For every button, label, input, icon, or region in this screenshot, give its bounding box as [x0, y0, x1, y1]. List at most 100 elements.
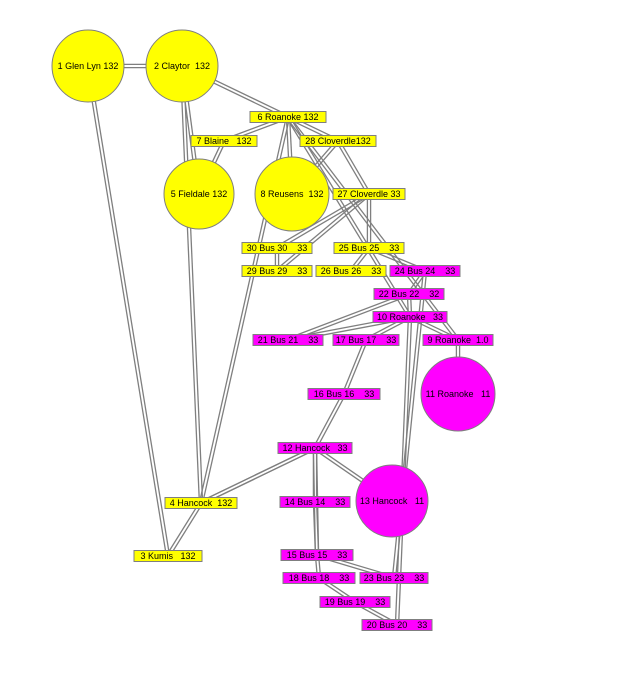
bus-18-shape [282, 572, 356, 584]
bus-14[interactable]: 14 Bus 14 33 [279, 496, 351, 508]
bus-28-label: 28 Cloverdle132 [305, 136, 371, 146]
bus-26-label: 26 Bus 26 33 [321, 266, 382, 276]
bus-29-label: 29 Bus 29 33 [247, 266, 308, 276]
bus-29-shape [241, 265, 313, 277]
bus-22[interactable]: 22 Bus 22 32 [373, 288, 445, 300]
bus-23-label: 23 Bus 23 33 [364, 573, 425, 583]
bus-19-shape [319, 596, 391, 608]
bus-5-shape [163, 158, 235, 230]
line-14-15 [312, 502, 317, 556]
line-2-4 [179, 66, 201, 504]
line-12-16 [313, 392, 344, 448]
bus-20-label: 20 Bus 20 33 [367, 620, 428, 630]
line-27-29 [277, 194, 371, 273]
line-4-12 [200, 445, 315, 503]
bus-8[interactable]: 8 Reusens 132 [254, 156, 330, 232]
line-4-12 [201, 448, 316, 506]
bus-1-label: 1 Glen Lyn 132 [58, 61, 119, 71]
bus-30[interactable]: 30 Bus 30 33 [241, 242, 313, 254]
bus-12[interactable]: 12 Hancock 33 [277, 442, 353, 454]
bus-10[interactable]: 10 Roanoke 33 [372, 311, 448, 323]
bus-12-label: 12 Hancock 33 [282, 443, 347, 453]
bus-17[interactable]: 17 Bus 17 33 [332, 334, 400, 346]
line-3-4 [166, 501, 201, 556]
bus-19[interactable]: 19 Bus 19 33 [319, 596, 391, 608]
bus-21[interactable]: 21 Bus 21 33 [252, 334, 324, 346]
line-28-27 [338, 139, 371, 194]
line-27-30 [275, 192, 369, 248]
bus-15-shape [280, 549, 354, 561]
bus-25[interactable]: 25 Bus 25 33 [333, 242, 405, 254]
bus-2-shape [145, 29, 219, 103]
bus-28[interactable]: 28 Cloverdle132 [299, 135, 377, 147]
line-28-27 [336, 141, 369, 196]
bus-20[interactable]: 20 Bus 20 33 [361, 619, 433, 631]
bus-18[interactable]: 18 Bus 18 33 [282, 572, 356, 584]
line-1-3 [88, 65, 171, 556]
line-14-15 [315, 501, 320, 555]
bus-16-shape [307, 388, 381, 400]
bus-16[interactable]: 16 Bus 16 33 [307, 388, 381, 400]
bus-23[interactable]: 23 Bus 23 33 [359, 572, 429, 584]
bus-27[interactable]: 27 Cloverdle 33 [332, 188, 406, 200]
bus-24-shape [389, 265, 461, 277]
bus-5[interactable]: 5 Fieldale 132 [163, 158, 235, 230]
bus-1[interactable]: 1 Glen Lyn 132 [51, 29, 125, 103]
bus-4-label: 4 Hancock 132 [170, 498, 233, 508]
bus-17-shape [332, 334, 400, 346]
bus-5-label: 5 Fieldale 132 [171, 189, 228, 199]
bus-14-shape [279, 496, 351, 508]
bus-6-shape [249, 111, 327, 123]
bus-16-label: 16 Bus 16 33 [314, 389, 375, 399]
bus-21-label: 21 Bus 21 33 [258, 335, 319, 345]
bus-9-shape [422, 334, 494, 346]
bus-22-shape [373, 288, 445, 300]
bus-10-label: 10 Roanoke 33 [377, 312, 443, 322]
bus-9-label: 9 Roanoke 1.0 [427, 335, 488, 345]
bus-19-label: 19 Bus 19 33 [325, 597, 386, 607]
bus-23-shape [359, 572, 429, 584]
bus-15[interactable]: 15 Bus 15 33 [280, 549, 354, 561]
bus-7[interactable]: 7 Blaine 132 [190, 135, 258, 147]
bus-7-shape [190, 135, 258, 147]
line-21-22 [288, 294, 410, 343]
bus-7-label: 7 Blaine 132 [196, 136, 251, 146]
bus-4[interactable]: 4 Hancock 132 [164, 497, 238, 509]
line-27-30 [277, 194, 371, 250]
line-1-3 [85, 66, 168, 557]
bus-11-label: 11 Roanoke 11 [426, 389, 491, 399]
bus-8-shape [254, 156, 330, 232]
bus-25-label: 25 Bus 25 33 [339, 243, 400, 253]
bus-25-shape [333, 242, 405, 254]
nodes-layer: 1 Glen Lyn 132 2 Claytor 132 3 Kumis 132 4 … [51, 29, 496, 631]
bus-9[interactable]: 9 Roanoke 1.0 [422, 334, 494, 346]
bus-22-label: 22 Bus 22 32 [379, 289, 440, 299]
bus-3[interactable]: 3 Kumis 132 [133, 550, 203, 562]
bus-11[interactable]: 11 Roanoke 11 [420, 356, 496, 432]
bus-24[interactable]: 24 Bus 24 33 [389, 265, 461, 277]
line-6-10 [286, 117, 410, 319]
bus-2[interactable]: 2 Claytor 132 [145, 29, 219, 103]
bus-29[interactable]: 29 Bus 29 33 [241, 265, 313, 277]
line-2-4 [182, 65, 204, 503]
bus-3-label: 3 Kumis 132 [140, 551, 195, 561]
bus-13-shape [355, 464, 429, 538]
bus-27-label: 27 Cloverdle 33 [337, 189, 400, 199]
bus-10-shape [372, 311, 448, 323]
bus-15-label: 15 Bus 15 33 [287, 550, 348, 560]
bus-26[interactable]: 26 Bus 26 33 [315, 265, 387, 277]
bus-13-label: 13 Hancock 11 [360, 496, 424, 506]
bus-8-label: 8 Reusens 132 [260, 189, 323, 199]
bus-26-shape [315, 265, 387, 277]
bus-12-shape [277, 442, 353, 454]
bus-24-label: 24 Bus 24 33 [395, 266, 456, 276]
line-12-16 [315, 394, 346, 450]
bus-13[interactable]: 13 Hancock 11 [355, 464, 429, 538]
line-16-17 [344, 340, 369, 395]
bus-17-label: 17 Bus 17 33 [336, 335, 397, 345]
bus-30-shape [241, 242, 313, 254]
bus-21-shape [252, 334, 324, 346]
line-21-22 [287, 291, 409, 340]
bus-4-shape [164, 497, 238, 509]
bus-6[interactable]: 6 Roanoke 132 [249, 111, 327, 123]
